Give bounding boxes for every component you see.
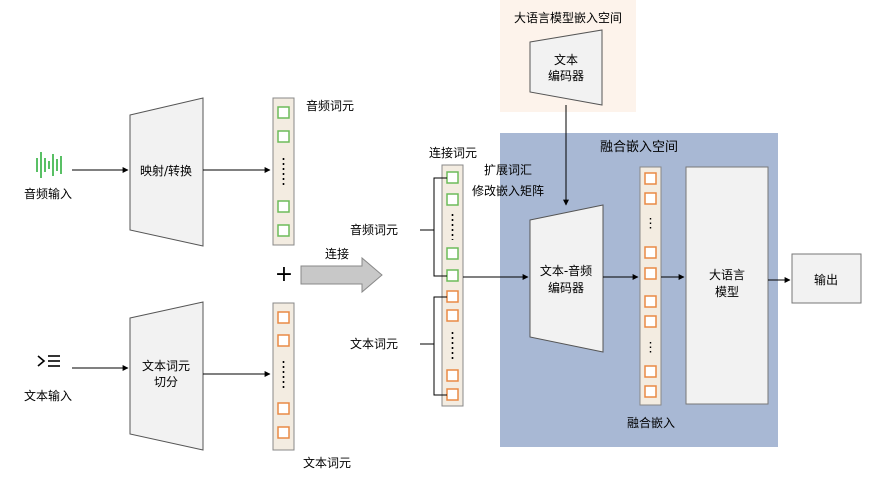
audio-token	[277, 200, 290, 213]
text-token	[277, 334, 290, 347]
audio-token	[446, 171, 459, 184]
tokenize-label-2: 切分	[154, 375, 178, 389]
extend-vocab-label: 扩展词汇	[484, 163, 532, 177]
fused-token	[644, 315, 657, 328]
text-encoder-label: 文本	[554, 52, 578, 67]
text-token	[277, 426, 290, 439]
text-audio-encoder-label: 文本-音频	[540, 263, 592, 278]
text-tokens-mid-label: 文本词元	[350, 336, 398, 351]
audio-waveform-icon	[36, 152, 62, 178]
text-token	[277, 311, 290, 324]
llm-label-2: 模型	[715, 285, 739, 299]
text-input-label: 文本输入	[24, 388, 72, 403]
fused-embed-column	[639, 166, 662, 406]
concat-token-column	[441, 164, 464, 407]
text-token	[277, 402, 290, 415]
llm-label: 大语言	[709, 268, 745, 282]
text-token	[446, 388, 459, 401]
text-group-bracket	[433, 296, 447, 396]
text-tokens-bottom-label: 文本词元	[303, 455, 351, 470]
fused-token	[644, 172, 657, 185]
audio-tokens-top-label: 音频词元	[306, 98, 354, 113]
text-token	[446, 309, 459, 322]
fused-token	[644, 295, 657, 308]
text-list-icon	[37, 355, 60, 367]
modify-matrix-label: 修改嵌入矩阵	[472, 183, 544, 198]
audio-token	[277, 130, 290, 143]
text-audio-encoder-shape	[529, 204, 604, 353]
text-encoder-shape	[529, 29, 603, 106]
concat-tokens-label: 连接词元	[429, 145, 477, 160]
audio-token	[277, 224, 290, 237]
map-convert-shape	[129, 97, 204, 247]
fused-embed-label: 融合嵌入	[627, 415, 675, 430]
fused-token	[644, 385, 657, 398]
text-token	[446, 290, 459, 303]
audio-token	[277, 106, 290, 119]
map-convert-label: 映射/转换	[140, 163, 192, 178]
audio-group-bracket	[433, 177, 447, 277]
fused-token	[644, 267, 657, 280]
plus-sign: +	[275, 262, 293, 287]
fusion-space-label: 融合嵌入空间	[600, 140, 678, 155]
audio-input-label: 音频输入	[24, 186, 72, 201]
text-audio-encoder-label-2: 编码器	[548, 280, 584, 295]
llm-embed-space-label: 大语言模型嵌入空间	[514, 11, 622, 25]
concat-arrow-label: 连接	[325, 246, 349, 261]
fused-token	[644, 365, 657, 378]
audio-token	[446, 247, 459, 260]
tokenize-label: 文本词元	[142, 358, 190, 373]
fused-token	[644, 192, 657, 205]
audio-token	[446, 269, 459, 282]
tokenize-shape	[129, 301, 204, 451]
audio-tokens-mid-label: 音频词元	[350, 222, 398, 237]
llm-box	[685, 166, 769, 405]
output-label: 输出	[814, 272, 838, 287]
text-encoder-label-2: 编码器	[548, 68, 584, 83]
text-token	[446, 369, 459, 382]
fused-token	[644, 246, 657, 259]
concat-block-arrow	[300, 256, 383, 294]
output-box	[791, 253, 862, 304]
audio-token	[446, 193, 459, 206]
audio-token-column	[272, 97, 295, 246]
